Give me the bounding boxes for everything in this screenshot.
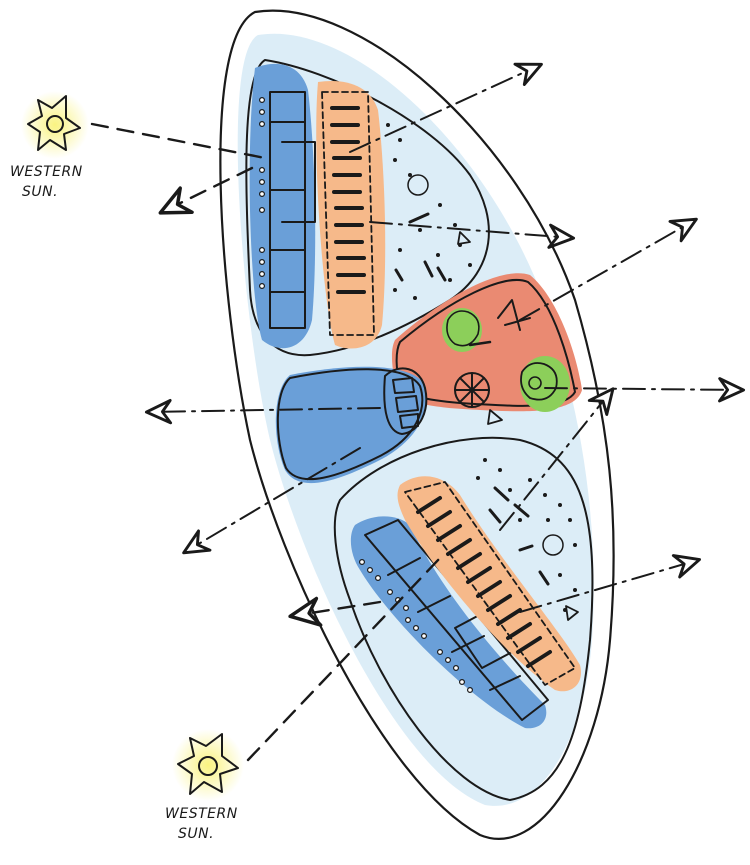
sun-top-label-line2: SUN. xyxy=(22,184,58,200)
plaza-wheel xyxy=(455,373,489,407)
sun-bottom-label-line1: WESTERN xyxy=(165,806,238,822)
sun-bottom: WESTERN SUN. xyxy=(165,729,244,842)
sun-top: WESTERN SUN. xyxy=(10,91,89,200)
sun-bottom-label-line2: SUN. xyxy=(178,826,214,842)
north-dot-column xyxy=(260,98,265,289)
sun-top-label-line1: WESTERN xyxy=(10,164,83,180)
sun-path-top-out xyxy=(162,168,252,212)
